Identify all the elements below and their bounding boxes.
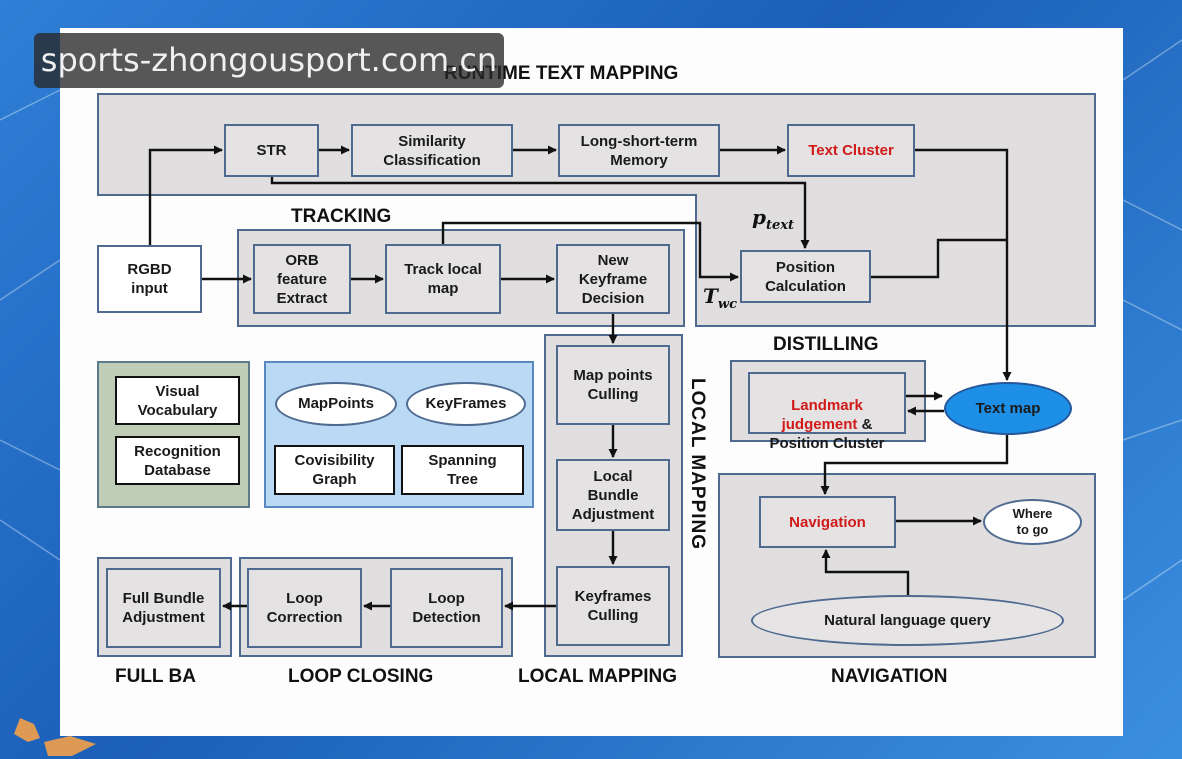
landmark-judgement-node: Landmark judgement & Position Cluster: [748, 372, 906, 452]
text-map-node: Text map: [944, 382, 1072, 435]
distilling-section-label: DISTILLING: [773, 334, 879, 355]
orb-feature-extract-node: ORB feature Extract: [253, 244, 351, 314]
loop-detection-node: Loop Detection: [390, 568, 503, 648]
where-to-go-node: Where to go: [983, 499, 1082, 545]
navigation-section-label: NAVIGATION: [831, 666, 948, 687]
recognition-database-node: Recognition Database: [115, 436, 240, 485]
full-ba-section-label: FULL BA: [115, 666, 196, 687]
position-calculation-node: Position Calculation: [740, 250, 871, 303]
spanning-tree-node: Spanning Tree: [401, 445, 524, 495]
loop-closing-section-label: LOOP CLOSING: [288, 666, 434, 687]
landmark-judgement-red-text: Landmark judgement: [781, 397, 863, 433]
new-keyframe-decision-node: New Keyframe Decision: [556, 244, 670, 314]
visual-vocabulary-node: Visual Vocabulary: [115, 376, 240, 425]
local-bundle-adjustment-node: Local Bundle Adjustment: [556, 459, 670, 531]
full-bundle-adjustment-node: Full Bundle Adjustment: [106, 568, 221, 648]
text-cluster-node: Text Cluster: [787, 124, 915, 177]
local-mapping-section-label: LOCAL MAPPING: [518, 666, 678, 687]
track-local-map-node: Track local map: [385, 244, 501, 314]
mappoints-node: MapPoints: [275, 382, 397, 426]
rgbd-input-node: RGBD input: [97, 245, 202, 313]
local-mapping-vertical-label: LOCAL MAPPING: [687, 378, 708, 551]
keyframes-node: KeyFrames: [406, 382, 526, 426]
covisibility-graph-node: Covisibility Graph: [274, 445, 395, 495]
t-wc-label: Twc: [703, 284, 737, 312]
str-node: STR: [224, 124, 319, 177]
p-text-label: ptext: [752, 205, 795, 233]
natural-language-query-node: Natural language query: [751, 595, 1064, 646]
map-points-culling-node: Map points Culling: [556, 345, 670, 425]
keyframes-culling-node: Keyframes Culling: [556, 566, 670, 646]
navigation-node: Navigation: [759, 496, 896, 548]
similarity-classification-node: Similarity Classification: [351, 124, 513, 177]
watermark-overlay: sports-zhongousport.com.cn: [34, 33, 504, 88]
tracking-section-label: TRACKING: [291, 206, 392, 227]
lstm-node: Long-short-term Memory: [558, 124, 720, 177]
loop-correction-node: Loop Correction: [247, 568, 362, 648]
